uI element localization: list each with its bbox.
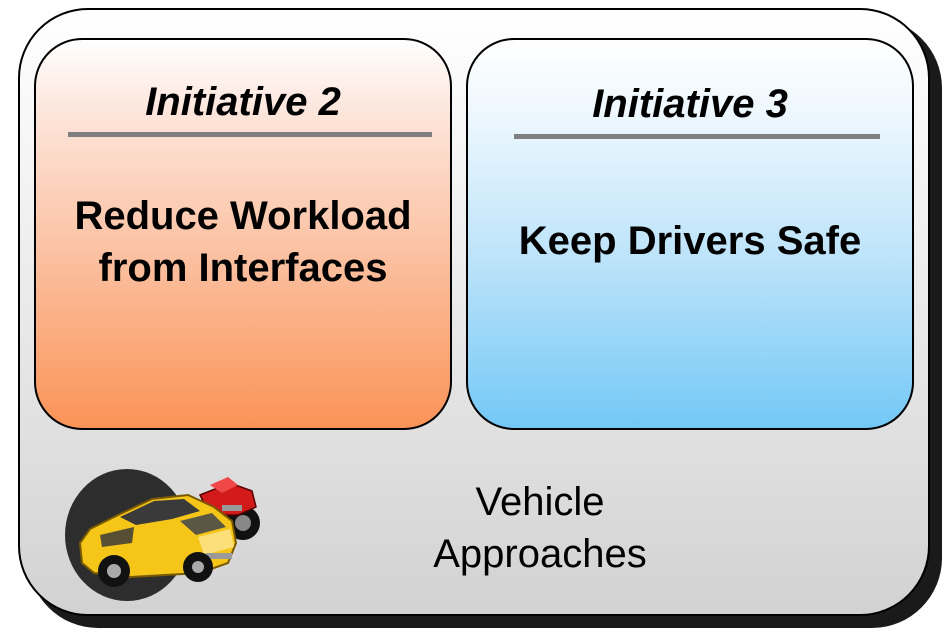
initiative-3-body: Keep Drivers Safe (518, 219, 862, 263)
initiative-2-title: Initiative 2 (145, 80, 341, 124)
initiative-2-box: Initiative 2 Reduce Workload from Interf… (34, 38, 452, 430)
vehicle-approaches-label-line2: Approaches (433, 532, 647, 576)
initiative-3-box: Initiative 3 Keep Drivers Safe (466, 38, 914, 430)
vehicle-approaches-label: Vehicle Approaches (380, 476, 700, 580)
vehicle-approaches-label-line1: Vehicle (475, 480, 605, 524)
initiative-2-title-rule (68, 132, 432, 137)
car-and-motorcycle-icon (65, 469, 260, 601)
car-icon (78, 493, 238, 587)
initiative-3-title-rule (514, 134, 880, 139)
initiative-3-title: Initiative 3 (592, 82, 788, 126)
initiative-2-body: Reduce Workload from Interfaces (74, 194, 412, 290)
